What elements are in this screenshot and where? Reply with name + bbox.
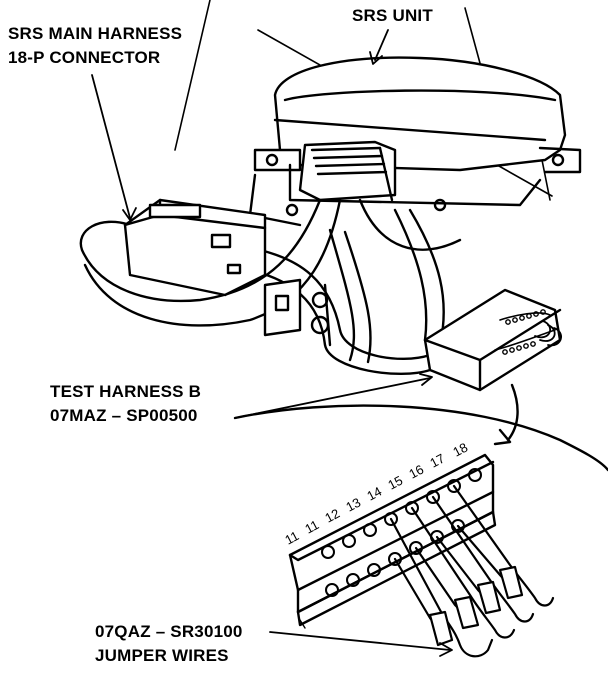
zoom-indicator bbox=[233, 383, 608, 472]
pin-number-label: 11 bbox=[282, 528, 301, 548]
pin-number-label: 17 bbox=[427, 451, 447, 471]
test-harness-label-line1: TEST HARNESS B bbox=[50, 382, 202, 401]
main-harness-connector bbox=[123, 198, 267, 297]
jumper-wires bbox=[389, 484, 555, 658]
pin-number-label: 12 bbox=[322, 506, 342, 526]
leader-lines bbox=[91, 29, 453, 657]
jumper-wires-label-line2: JUMPER WIRES bbox=[95, 646, 229, 665]
test-harness-b-connector bbox=[423, 288, 562, 392]
jumper-wires-label-line1: 07QAZ – SR30100 bbox=[95, 622, 243, 641]
pin-number-label: 15 bbox=[385, 473, 405, 493]
pin-number-label: 11 bbox=[302, 517, 321, 537]
pin-numbers: 11 11 12 13 14 15 16 17 18 bbox=[282, 440, 470, 548]
main-harness-label-line2: 18-P CONNECTOR bbox=[8, 48, 161, 67]
srs-unit bbox=[248, 56, 582, 227]
pin-number-label: 18 bbox=[450, 440, 470, 460]
pin-number-label: 13 bbox=[343, 495, 363, 515]
bolt-bracket bbox=[263, 278, 332, 347]
unit-connector bbox=[298, 140, 397, 202]
enlarged-connector bbox=[288, 453, 497, 629]
main-harness-label-line1: SRS MAIN HARNESS bbox=[8, 24, 183, 43]
pin-number-label: 16 bbox=[406, 462, 426, 482]
test-harness-label-line2: 07MAZ – SP00500 bbox=[50, 406, 198, 425]
srs-unit-label: SRS UNIT bbox=[352, 6, 433, 25]
pin-number-label: 14 bbox=[364, 484, 384, 504]
upper-pin-row bbox=[321, 468, 482, 559]
